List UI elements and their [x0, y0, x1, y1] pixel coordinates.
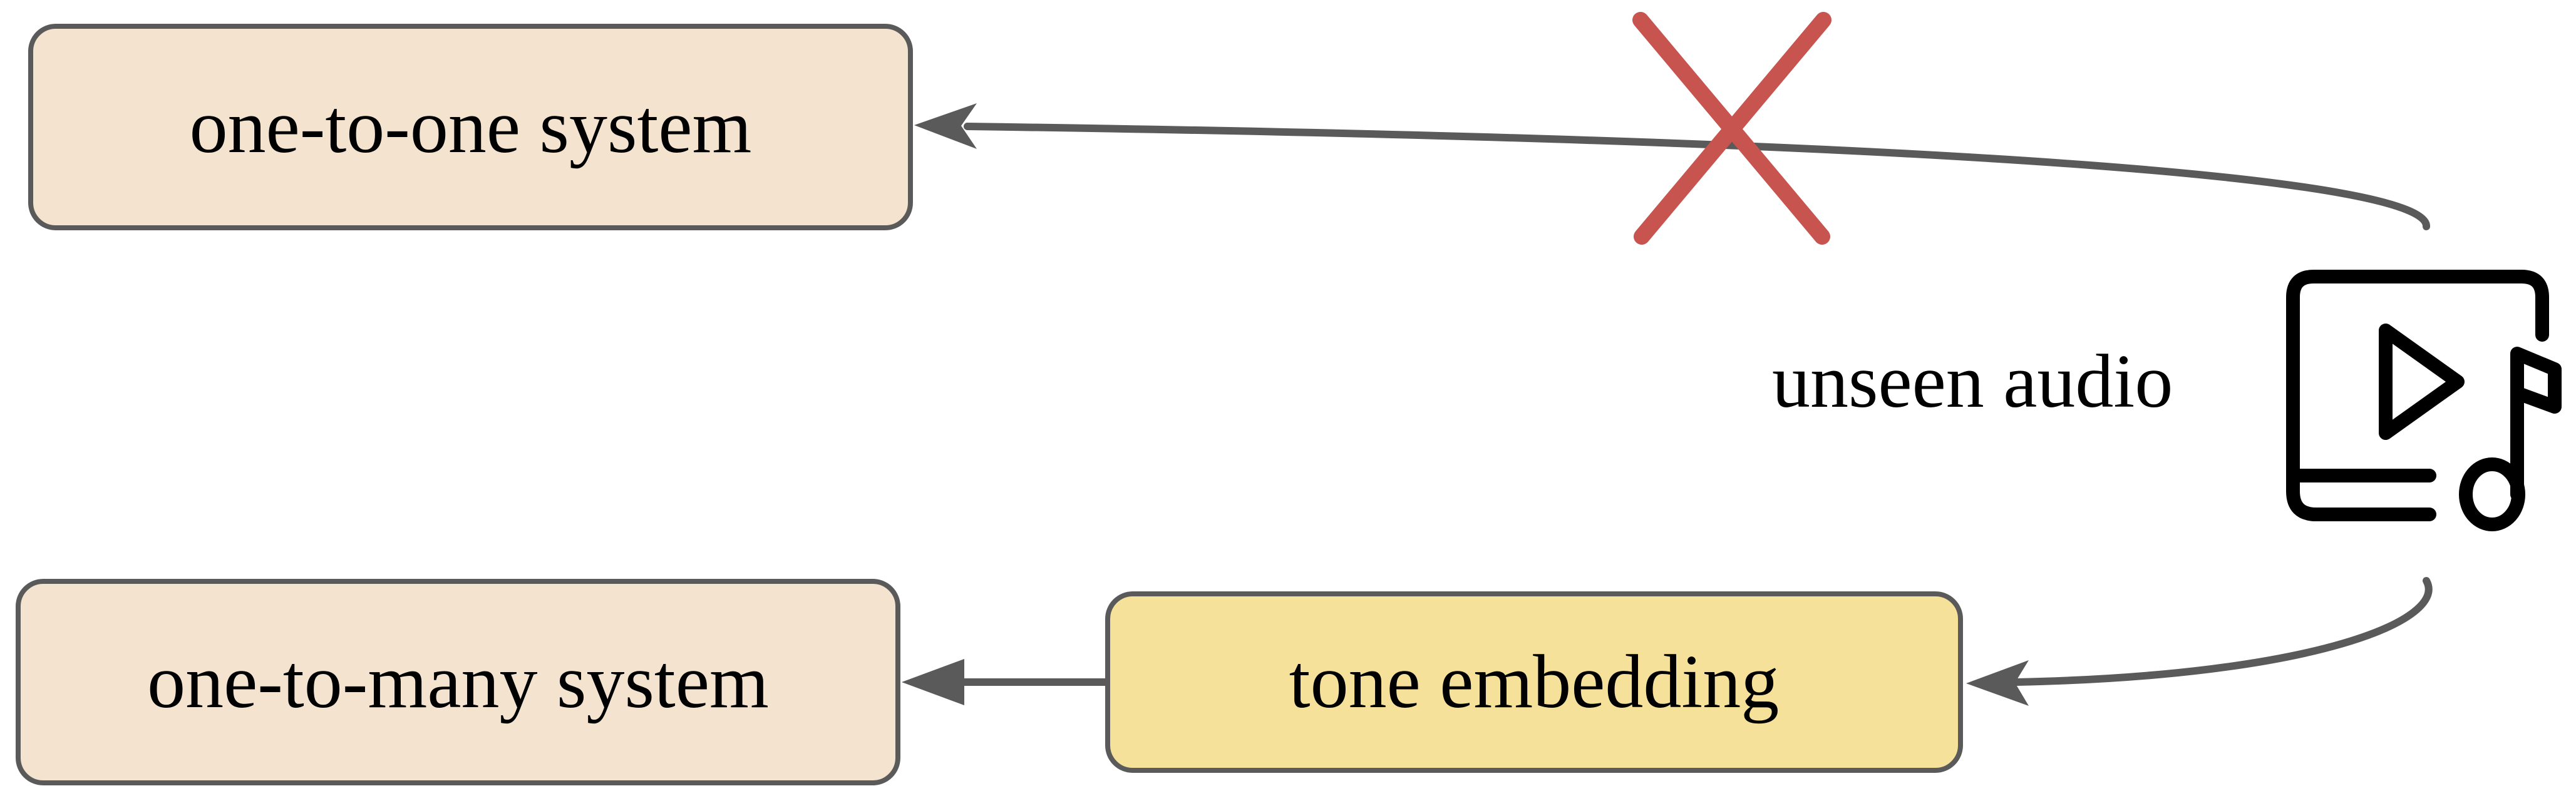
edge-audio-to-one-to-one	[964, 123, 2431, 230]
audio-file-icon	[2286, 270, 2562, 531]
x-mark-icon	[1632, 12, 1832, 245]
one-to-many-system-label: one-to-many system	[147, 640, 769, 724]
arrowhead-tone-embedding	[1966, 660, 2029, 706]
one-to-many-system-node: one-to-many system	[16, 579, 900, 785]
tone-embedding-label: tone embedding	[1289, 640, 1780, 724]
one-to-one-system-node: one-to-one system	[28, 24, 913, 230]
unseen-audio-label: unseen audio	[1772, 339, 2173, 424]
arrowhead-one-to-one	[914, 103, 977, 149]
tone-embedding-node: tone embedding	[1105, 591, 1963, 773]
arrowhead-one-to-many	[902, 659, 964, 705]
edge-audio-to-tone-embedding	[2012, 577, 2433, 686]
one-to-one-system-label: one-to-one system	[189, 84, 752, 169]
